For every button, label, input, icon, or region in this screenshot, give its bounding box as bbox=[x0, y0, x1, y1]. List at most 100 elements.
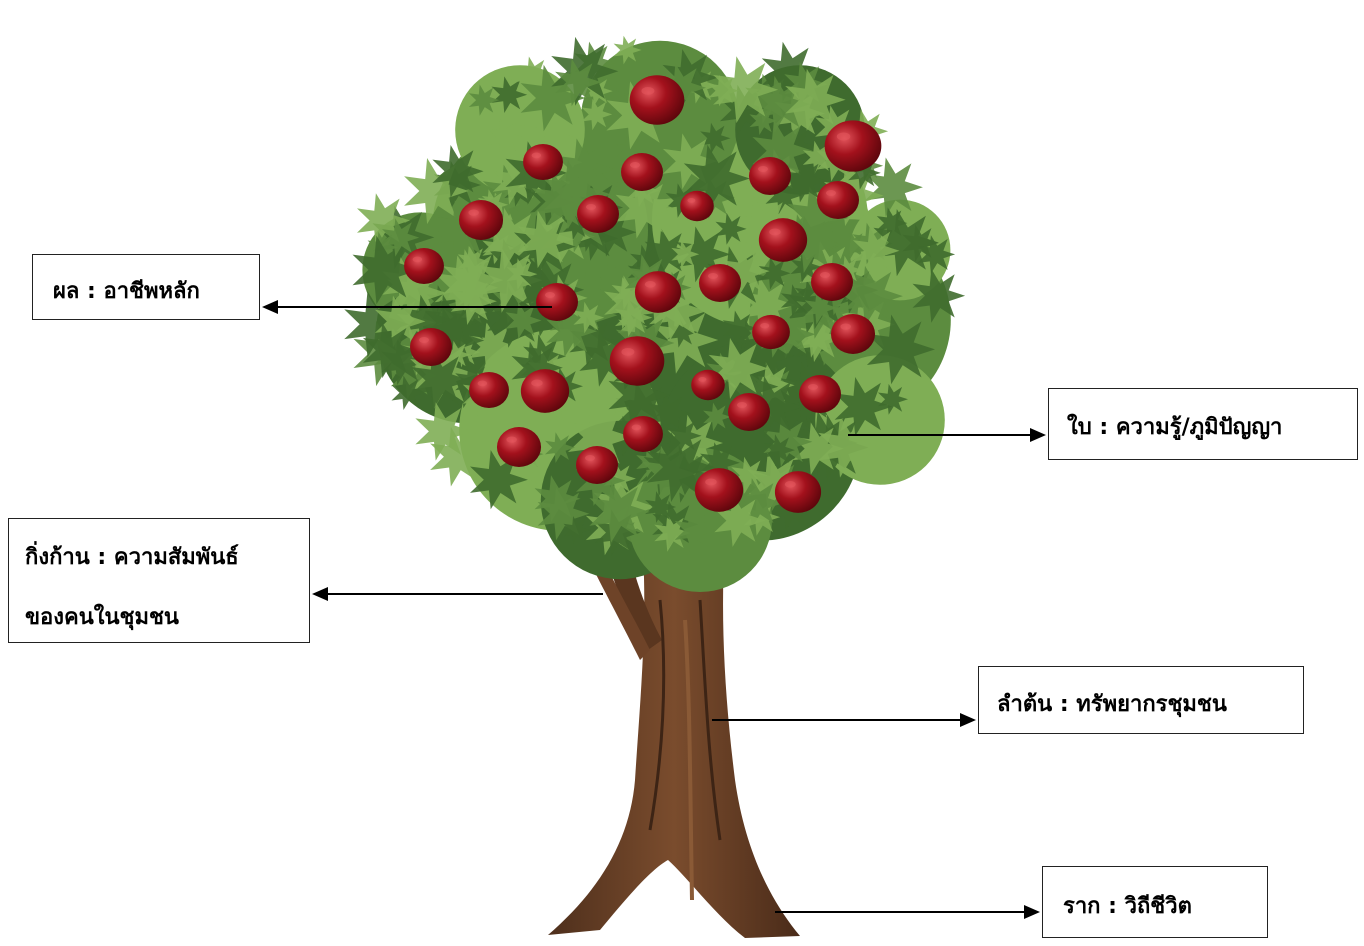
leaf-cluster bbox=[615, 178, 675, 239]
leaf-cluster bbox=[646, 432, 715, 502]
leaf-cluster bbox=[734, 478, 784, 528]
leaf-cluster bbox=[700, 122, 731, 154]
leaf-cluster bbox=[804, 291, 838, 325]
leaf-cluster bbox=[839, 230, 868, 260]
leaf-cluster bbox=[491, 76, 528, 113]
leaf-cluster bbox=[573, 301, 605, 334]
label-branch-line1: กิ่งก้าน : ความสัมพันธ์ bbox=[25, 545, 239, 570]
leaf-cluster bbox=[374, 295, 426, 348]
leaf-cluster bbox=[713, 56, 779, 124]
leaf-cluster bbox=[648, 391, 691, 436]
leaf-cluster bbox=[912, 268, 966, 323]
leaf-cluster bbox=[443, 249, 504, 311]
leaf-cluster bbox=[662, 133, 718, 190]
leaf-cluster bbox=[613, 35, 642, 65]
apple-fruit bbox=[728, 393, 770, 431]
label-trunk-box: ลำต้น : ทรัพยากรชุมชน bbox=[978, 666, 1304, 734]
leaf-cluster bbox=[676, 226, 731, 283]
leaf-cluster bbox=[785, 68, 846, 131]
leaf-cluster bbox=[743, 498, 781, 536]
arrow-fruit bbox=[262, 300, 552, 314]
apple-fruit bbox=[634, 271, 682, 313]
leaf-cluster bbox=[852, 226, 900, 275]
leaf-cluster bbox=[708, 74, 739, 107]
apple-fruit bbox=[749, 157, 791, 195]
leaf-cluster bbox=[865, 157, 923, 217]
leaf-cluster bbox=[649, 281, 707, 341]
label-branch-box: กิ่งก้าน : ความสัมพันธ์ ของคนในชุมชน bbox=[8, 518, 310, 643]
leaf-cluster bbox=[758, 257, 791, 290]
leaf-cluster bbox=[563, 211, 591, 240]
leaf-cluster bbox=[722, 310, 757, 346]
apple-fruit bbox=[824, 120, 882, 172]
arrow-trunk bbox=[712, 713, 976, 727]
label-leaf: ใบ : ความรู้/ภูมิปัญญา bbox=[1067, 415, 1283, 440]
leaf-cluster bbox=[844, 265, 903, 327]
leaf-cluster bbox=[352, 235, 420, 305]
leaf-cluster bbox=[589, 480, 650, 543]
leaf-cluster bbox=[423, 294, 479, 351]
leaf-cluster bbox=[763, 416, 813, 467]
leaf-cluster bbox=[761, 41, 821, 102]
apple-fruit bbox=[811, 263, 853, 301]
leaf-cluster bbox=[752, 119, 813, 182]
leaf-cluster bbox=[802, 140, 836, 175]
leaf-cluster bbox=[605, 384, 633, 413]
leaf-cluster bbox=[357, 193, 411, 248]
leaf-cluster bbox=[403, 294, 452, 345]
leaf-cluster bbox=[411, 350, 471, 411]
leaf-cluster bbox=[487, 118, 523, 155]
leaf-cluster bbox=[589, 207, 637, 257]
leaf-cluster bbox=[764, 434, 795, 466]
leaf-cluster bbox=[571, 272, 610, 312]
leaf-cluster bbox=[568, 404, 633, 471]
apple-fruit bbox=[699, 264, 741, 302]
leaf-cluster bbox=[468, 84, 500, 116]
leaf-cluster bbox=[703, 402, 731, 432]
leaf-cluster bbox=[708, 337, 769, 399]
leaf-cluster bbox=[432, 145, 484, 198]
leaf-cluster bbox=[545, 432, 575, 463]
leaf-cluster bbox=[792, 422, 844, 475]
leaf-cluster bbox=[630, 244, 663, 278]
apple-fruit-group bbox=[404, 75, 882, 513]
leaf-cluster bbox=[382, 218, 420, 257]
leaf-cluster bbox=[810, 158, 841, 190]
leaf-cluster bbox=[746, 452, 806, 513]
leaf-cluster bbox=[902, 224, 939, 262]
leaf-cluster bbox=[344, 291, 410, 358]
leaf-cluster bbox=[534, 475, 581, 523]
leaf-cluster bbox=[420, 307, 485, 374]
leaf-cluster bbox=[595, 509, 641, 556]
leaf-cluster bbox=[537, 487, 590, 541]
leaf-cluster bbox=[877, 383, 908, 415]
leaf-cluster bbox=[362, 322, 418, 379]
leaf-cluster bbox=[614, 298, 653, 337]
apple-fruit bbox=[774, 471, 822, 513]
leaf-cluster bbox=[518, 106, 583, 173]
apple-fruit bbox=[758, 218, 808, 262]
leaf-cluster bbox=[667, 414, 723, 472]
leaf-cluster bbox=[404, 158, 469, 225]
label-branch-line2: ของคนในชุมชน bbox=[25, 605, 179, 630]
apple-fruit bbox=[830, 314, 876, 354]
leaf-cluster bbox=[546, 305, 598, 358]
leaf-cluster bbox=[754, 75, 811, 133]
leaf-cluster bbox=[479, 247, 543, 313]
apple-fruit bbox=[576, 446, 618, 484]
leaf-cluster bbox=[917, 235, 956, 274]
leaf-cluster bbox=[482, 207, 543, 270]
leaf-cluster bbox=[734, 324, 795, 387]
apple-fruit bbox=[609, 336, 665, 386]
apple-fruit bbox=[621, 153, 663, 191]
apple-fruit bbox=[404, 247, 444, 285]
leaf-cluster bbox=[511, 341, 563, 395]
apple-fruit bbox=[496, 427, 542, 467]
leaf-cluster bbox=[579, 329, 635, 387]
leaf-cluster bbox=[443, 340, 471, 369]
leaf-cluster bbox=[430, 426, 489, 487]
leaf-cluster bbox=[543, 159, 612, 230]
leaf-cluster bbox=[563, 516, 591, 544]
leaf-cluster bbox=[818, 415, 879, 478]
